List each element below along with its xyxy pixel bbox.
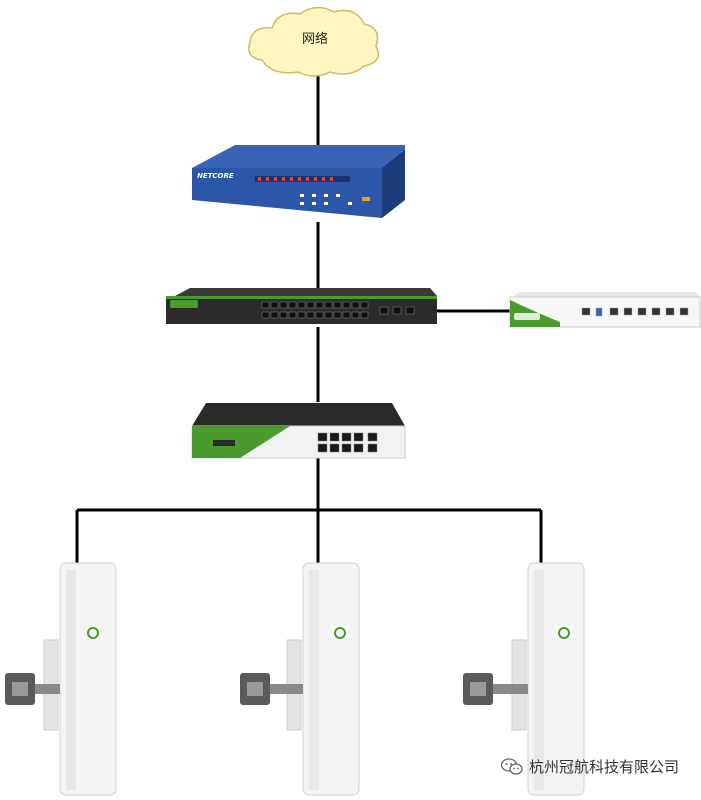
connection-lines bbox=[75, 72, 543, 563]
poe-switch bbox=[191, 403, 406, 459]
router-leds bbox=[258, 177, 333, 181]
access-point-2 bbox=[240, 562, 360, 796]
access-point-1-logo bbox=[87, 627, 99, 639]
poe-switch-brand-badge bbox=[213, 440, 235, 446]
access-point-3-logo bbox=[558, 627, 570, 639]
poe-switch-ports bbox=[317, 432, 378, 453]
core-switch-ports bbox=[261, 301, 415, 319]
router-brand-label: NETCORE bbox=[197, 172, 234, 180]
access-point-1 bbox=[5, 562, 117, 796]
access-point-2-logo bbox=[334, 627, 346, 639]
core-switch-brand-badge bbox=[170, 300, 198, 308]
router-indicators bbox=[300, 194, 370, 205]
controller-ports bbox=[581, 307, 689, 317]
controller-brand-badge bbox=[514, 313, 540, 320]
watermark-text: 杭州冠航科技有限公司 bbox=[528, 758, 679, 776]
router: NETCORE bbox=[192, 145, 405, 218]
gateway-controller bbox=[509, 292, 701, 328]
cloud-label: 网络 bbox=[301, 32, 328, 47]
watermark: 杭州冠航科技有限公司 bbox=[500, 756, 679, 777]
router-led-panel bbox=[255, 176, 350, 182]
core-switch bbox=[166, 288, 437, 324]
wechat-icon bbox=[500, 757, 523, 775]
access-point-3 bbox=[463, 562, 585, 796]
internet-cloud bbox=[248, 6, 379, 77]
